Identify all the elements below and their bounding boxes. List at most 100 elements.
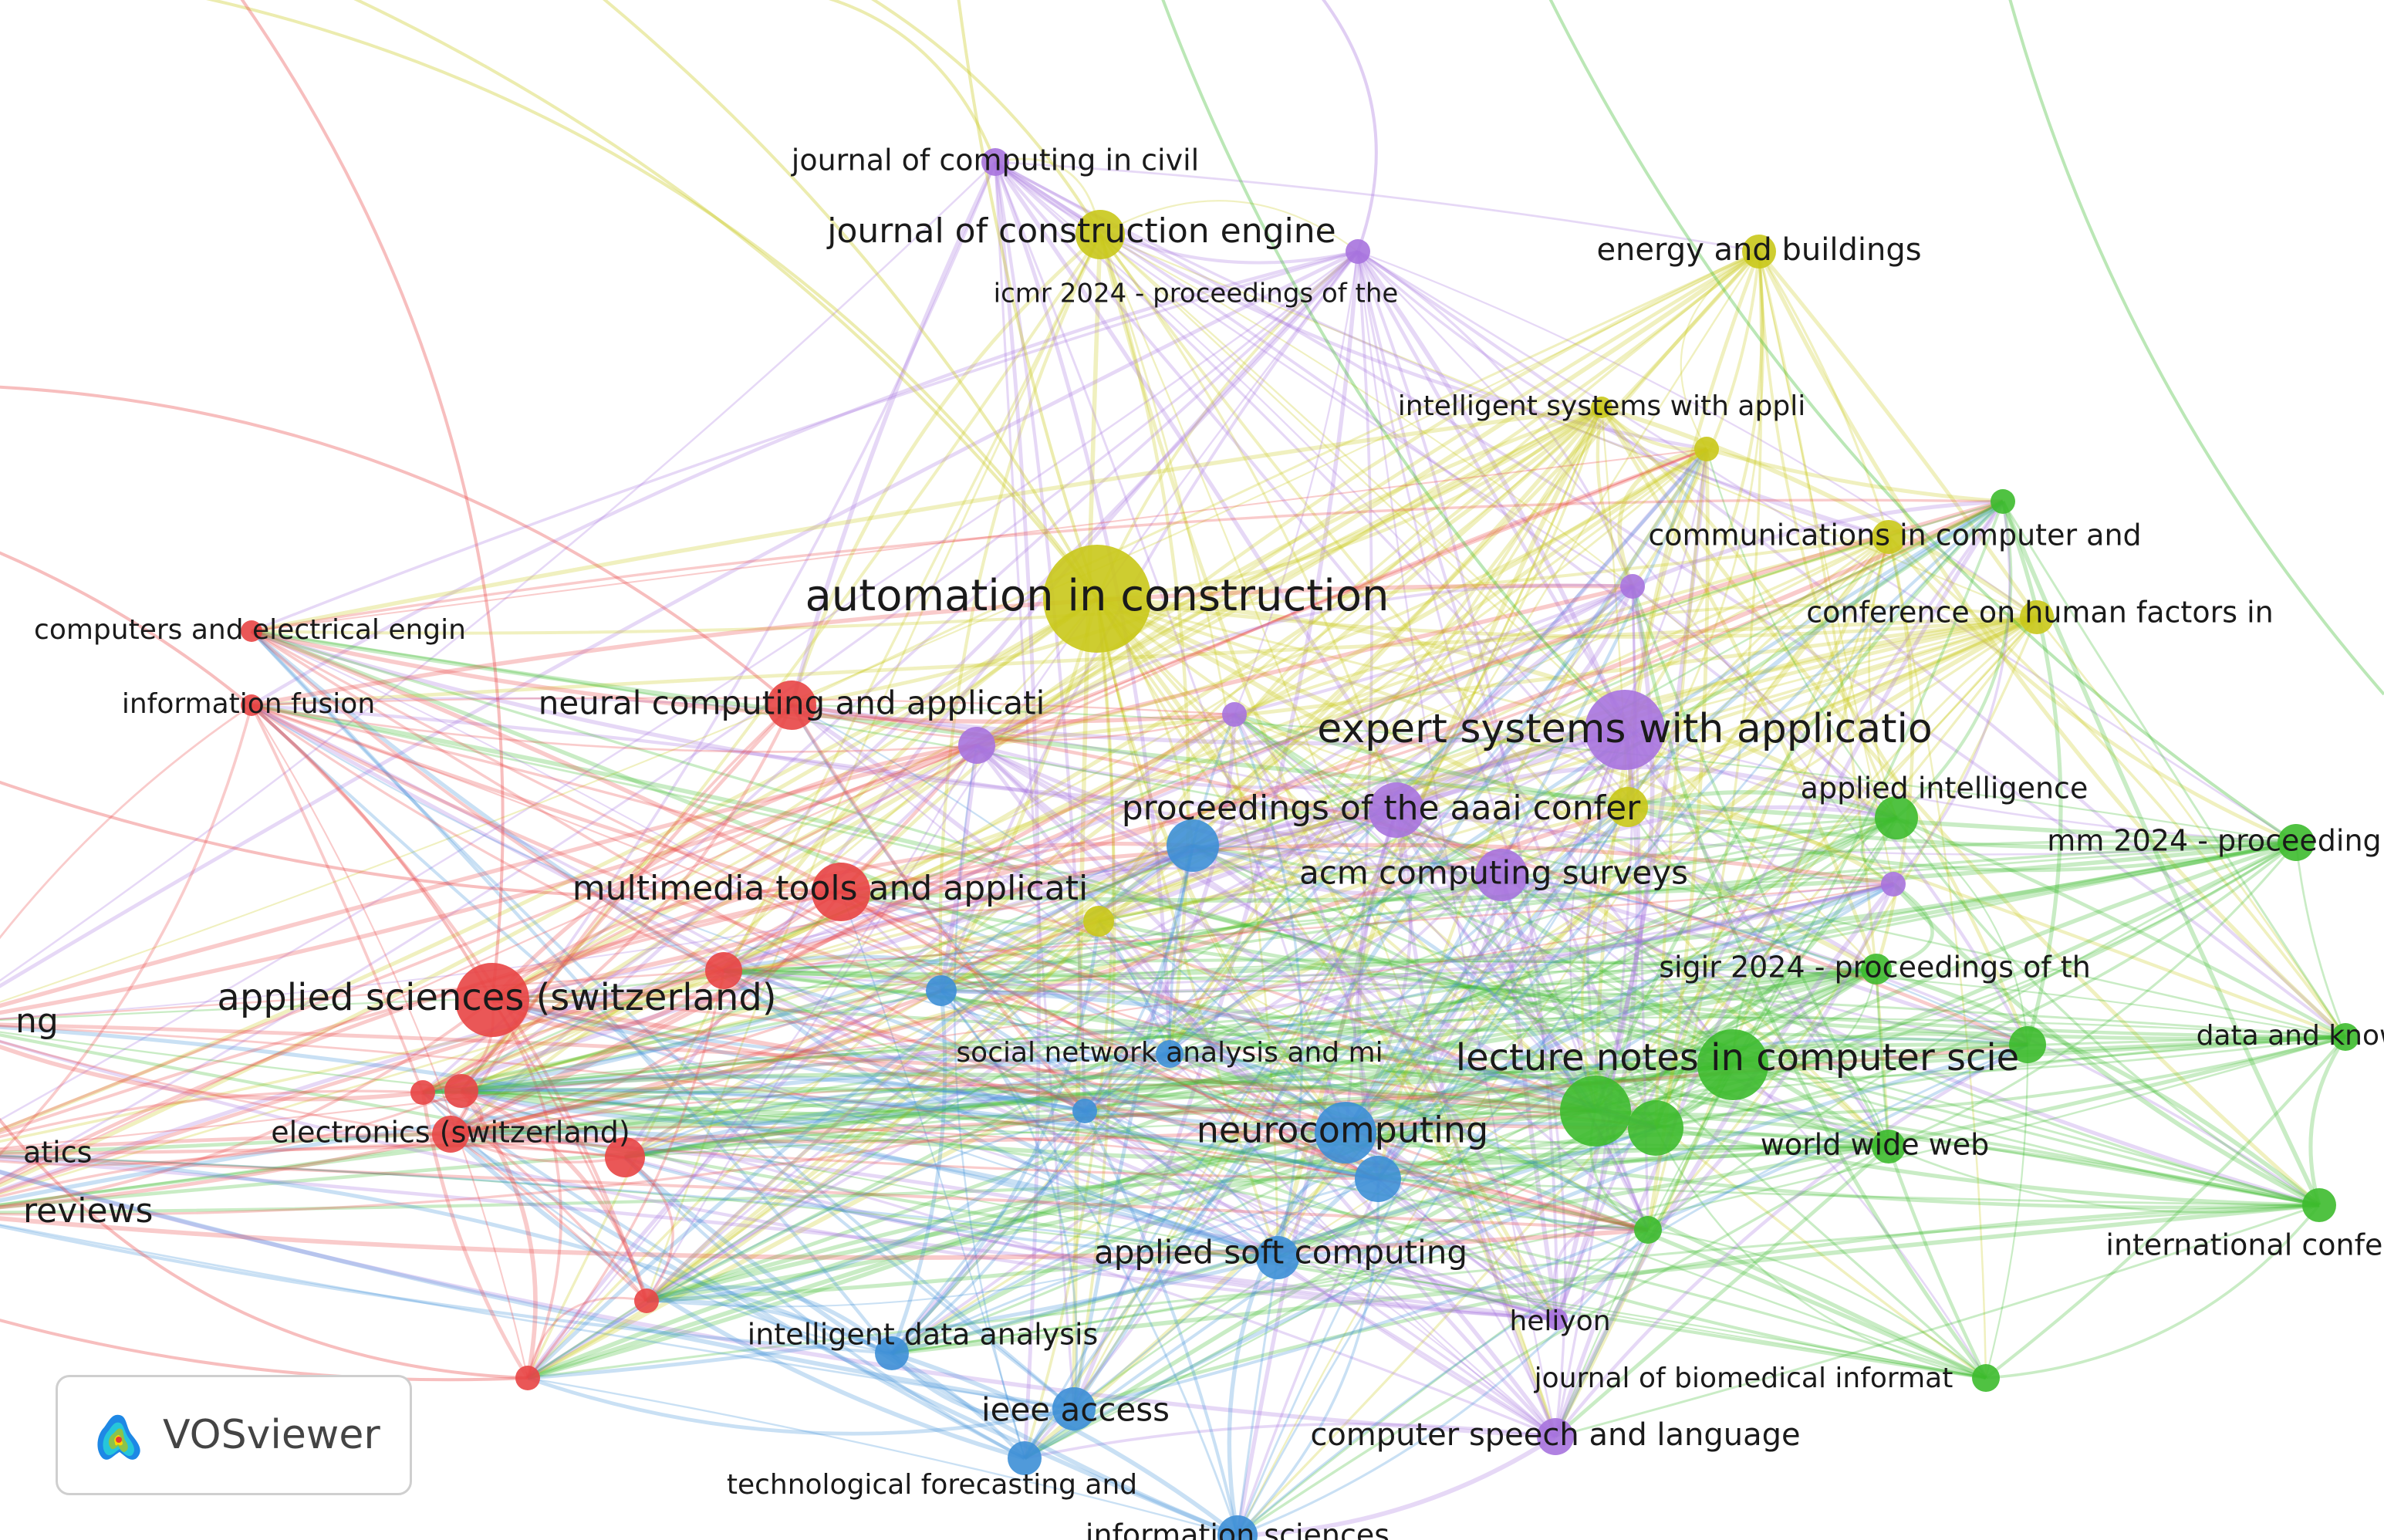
node-jconstr[interactable] <box>1076 210 1125 259</box>
node-intconf[interactable] <box>2302 1188 2336 1222</box>
node-appliedsoft[interactable] <box>1256 1236 1299 1279</box>
label-sigir[interactable]: sigir 2024 - proceedings of th <box>1659 951 2091 984</box>
network-edge <box>449 250 1359 1136</box>
node-dataknow[interactable] <box>2332 1023 2359 1051</box>
network-node[interactable] <box>515 1366 540 1390</box>
node-infofusion[interactable] <box>241 694 262 716</box>
node-ieee[interactable] <box>1052 1387 1096 1430</box>
network-node[interactable] <box>1222 702 1247 727</box>
label-intdata[interactable]: intelligent data analysis <box>748 1318 1099 1352</box>
node-multimedia[interactable] <box>812 863 870 921</box>
network-node[interactable] <box>1628 1100 1683 1156</box>
node-neurocomp[interactable] <box>1315 1102 1376 1163</box>
node-automation[interactable] <box>1043 545 1151 653</box>
node-icmr[interactable] <box>1346 239 1370 264</box>
node-appliedintel[interactable] <box>1875 796 1918 839</box>
network-node[interactable] <box>1560 1076 1631 1147</box>
node-infosci[interactable] <box>1217 1515 1258 1540</box>
label-aaai[interactable]: proceedings of the aaai confer <box>1122 789 1641 828</box>
network-node[interactable] <box>705 952 742 989</box>
label-jbiomed[interactable]: journal of biomedical informat <box>1534 1363 1953 1394</box>
label-ieee[interactable]: ieee access <box>981 1391 1170 1429</box>
network-edge <box>1624 728 2297 844</box>
network-node[interactable] <box>1355 1156 1401 1202</box>
label-acm[interactable]: acm computing surveys <box>1299 854 1688 892</box>
node-lncs[interactable] <box>1697 1029 1768 1100</box>
label-intconf[interactable]: international conferen <box>2105 1228 2384 1262</box>
label-electronics[interactable]: electronics (switzerland) <box>271 1116 630 1150</box>
label-neuralcomp[interactable]: neural computing and applicati <box>539 684 1045 722</box>
label-humanfactors[interactable]: conference on human factors in <box>1806 596 2273 630</box>
label-left_atics[interactable]: atics <box>23 1136 92 1170</box>
network-node[interactable] <box>1072 1099 1097 1123</box>
node-mm2024[interactable] <box>2278 824 2315 861</box>
node-aaai[interactable] <box>1369 782 1424 838</box>
network-node[interactable] <box>1881 872 1906 897</box>
node-expert[interactable] <box>1585 690 1665 770</box>
label-comms[interactable]: communications in computer and <box>1648 518 2141 552</box>
label-mm2024[interactable]: mm 2024 - proceeding <box>2047 824 2381 858</box>
label-socialnet[interactable]: social network analysis and mi <box>956 1037 1383 1069</box>
label-left_reviews[interactable]: reviews <box>23 1191 153 1231</box>
label-expert[interactable]: expert systems with applicatio <box>1317 706 1933 752</box>
label-automation[interactable]: automation in construction <box>805 571 1389 621</box>
network-node[interactable] <box>444 1074 478 1108</box>
node-acm[interactable] <box>1475 849 1528 901</box>
node-jcivil[interactable] <box>981 148 1009 176</box>
node-compelec[interactable] <box>241 620 262 642</box>
node-sigir[interactable] <box>1861 954 1892 984</box>
label-multimedia[interactable]: multimedia tools and applicati <box>572 869 1088 908</box>
network-node[interactable] <box>1608 787 1648 827</box>
network-edge <box>0 1144 1889 1214</box>
node-humanfactors[interactable] <box>2020 600 2054 634</box>
node-speech[interactable] <box>1537 1418 1574 1455</box>
label-infofusion[interactable]: information fusion <box>122 688 375 720</box>
label-compelec[interactable]: computers and electrical engin <box>34 614 466 646</box>
node-intdata[interactable] <box>875 1336 909 1370</box>
label-jcivil[interactable]: journal of computing in civil <box>791 144 1199 177</box>
node-comms[interactable] <box>1872 520 1906 554</box>
label-energy[interactable]: energy and buildings <box>1596 232 1921 268</box>
node-socialnet[interactable] <box>1156 1040 1184 1068</box>
network-edge <box>1344 874 1504 1135</box>
network-node[interactable] <box>958 727 995 764</box>
node-techforecast[interactable] <box>1008 1441 1042 1475</box>
network-node[interactable] <box>1083 906 1114 937</box>
node-electronics[interactable] <box>432 1116 469 1153</box>
network-node[interactable] <box>634 1288 659 1313</box>
label-intsys[interactable]: intelligent systems with appli <box>1398 390 1805 422</box>
label-appliedsci[interactable]: applied sciences (switzerland) <box>217 976 776 1019</box>
network-node[interactable] <box>926 975 957 1006</box>
label-appliedsoft[interactable]: applied soft computing <box>1094 1234 1467 1272</box>
label-lncs[interactable]: lecture notes in computer scie <box>1456 1036 2019 1079</box>
label-jconstr[interactable]: journal of construction engine <box>826 211 1336 251</box>
label-dataknow[interactable]: data and know <box>2197 1020 2384 1052</box>
network-node[interactable] <box>2009 1026 2046 1063</box>
label-www[interactable]: world wide web <box>1761 1128 1990 1162</box>
label-techforecast[interactable]: technological forecasting and <box>727 1469 1137 1501</box>
label-speech[interactable]: computer speech and language <box>1310 1417 1800 1453</box>
node-www[interactable] <box>1872 1130 1906 1163</box>
node-jbiomed[interactable] <box>1972 1364 2000 1392</box>
node-neuralcomp[interactable] <box>767 681 816 730</box>
network-node[interactable] <box>1167 819 1219 872</box>
label-appliedintel[interactable]: applied intelligence <box>1801 772 2089 805</box>
network-node[interactable] <box>1620 574 1645 599</box>
label-infosci[interactable]: information sciences <box>1086 1518 1390 1540</box>
network-node[interactable] <box>605 1137 645 1177</box>
node-intsys[interactable] <box>1591 397 1612 418</box>
network-node[interactable] <box>1694 437 1719 461</box>
label-heliyon[interactable]: heliyon <box>1509 1305 1610 1337</box>
node-energy[interactable] <box>1742 235 1776 268</box>
node-appliedsci[interactable] <box>455 963 529 1037</box>
label-left_ng[interactable]: ng <box>15 1001 59 1041</box>
node-heliyon[interactable] <box>1546 1309 1568 1330</box>
network-edge <box>1654 1127 1987 1380</box>
label-icmr[interactable]: icmr 2024 - proceedings of the <box>994 279 1399 309</box>
network-node[interactable] <box>1991 489 2015 514</box>
label-neurocomp[interactable]: neurocomputing <box>1197 1109 1488 1151</box>
network-node[interactable] <box>410 1080 435 1105</box>
network-node[interactable] <box>1634 1216 1662 1244</box>
